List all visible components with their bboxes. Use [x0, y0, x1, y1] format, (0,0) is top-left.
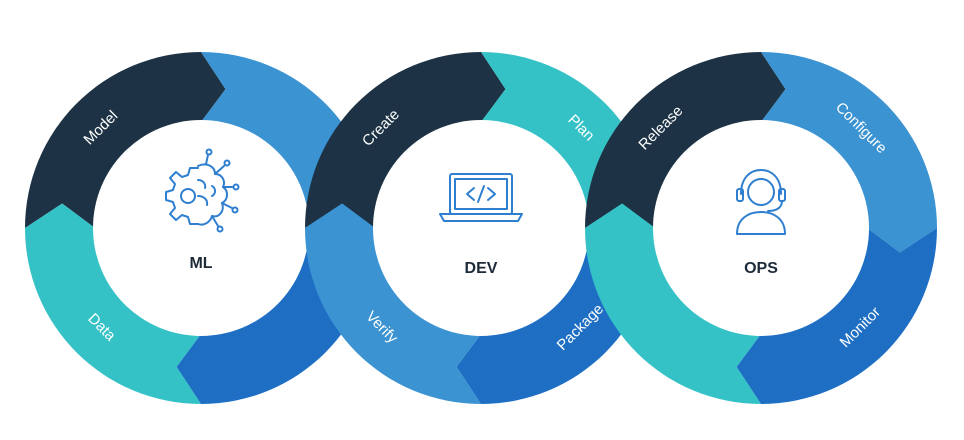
ops-segment-1: [585, 52, 786, 228]
ops-segment-3: [736, 228, 937, 404]
ml-center-disc: [93, 120, 309, 336]
laptop-code-icon: [439, 173, 523, 222]
ml-segment-1: [25, 52, 226, 228]
headset-support-icon: [736, 169, 786, 235]
ops-segments: [585, 52, 937, 404]
ai-gear-brain-icon: [165, 148, 240, 233]
dev-center-disc: [373, 120, 589, 336]
ml-segment-4: [25, 203, 201, 404]
dev-center-label: DEV: [465, 260, 498, 277]
ops-segment-2: [761, 52, 937, 253]
ops-center-label: OPS: [744, 260, 778, 277]
dev-segment-1: [305, 52, 506, 228]
ml-center-label: ML: [189, 255, 212, 272]
ops-center-disc: [653, 120, 869, 336]
dev-segment-4: [305, 203, 481, 404]
ops-segment-4: [585, 203, 761, 404]
ops-ring: OPS: [585, 52, 937, 404]
